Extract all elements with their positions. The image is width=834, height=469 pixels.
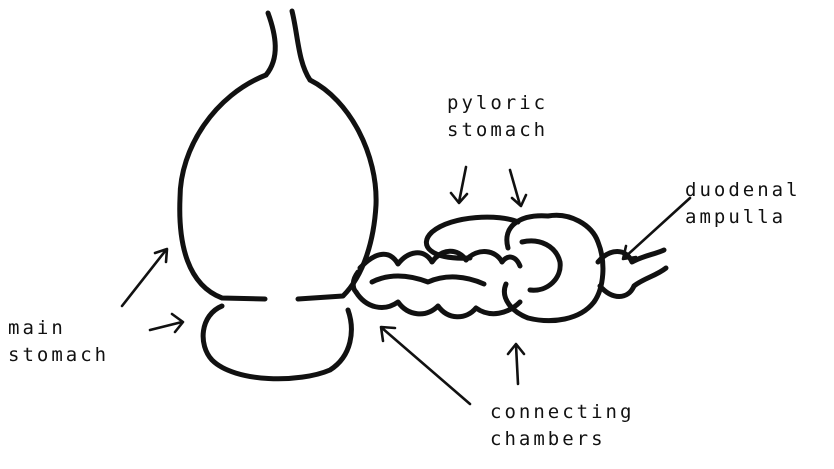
- pyloric-pointer-left: [451, 167, 467, 203]
- main-stomach-outline: [180, 75, 266, 299]
- label-duodenal-line1: duodenal: [685, 177, 801, 204]
- label-connecting-line2: chambers: [490, 426, 634, 453]
- pyloric-stomach-fold: [522, 241, 560, 290]
- label-pyloric-stomach: pyloric stomach: [447, 90, 548, 144]
- duodenal-ampulla-lower: [600, 268, 666, 297]
- label-duodenal-ampulla: duodenal ampulla: [685, 177, 801, 231]
- duodenal-pointer: [623, 198, 690, 259]
- label-pyloric-line2: stomach: [447, 117, 548, 144]
- label-connecting-chambers: connecting chambers: [490, 399, 634, 453]
- main-stomach-lower-pouch: [203, 306, 351, 379]
- esophagus-right-wall: [292, 11, 310, 80]
- label-pyloric-line1: pyloric: [447, 90, 548, 117]
- main-pointer-lower: [150, 314, 183, 332]
- pyloric-pointer-right: [510, 170, 526, 206]
- connecting-pointer-right: [508, 344, 524, 384]
- connecting-chambers-lower: [356, 292, 520, 317]
- connecting-chambers-left-end: [353, 272, 358, 292]
- label-main-stomach: main stomach: [8, 315, 109, 369]
- label-connecting-line1: connecting: [490, 399, 634, 426]
- main-pointer-upper: [122, 249, 167, 306]
- connecting-pointer-left: [381, 327, 470, 404]
- label-main-line2: stomach: [8, 342, 109, 369]
- label-duodenal-line2: ampulla: [685, 204, 801, 231]
- connecting-chambers-inner: [372, 276, 484, 284]
- esophagus-left-wall: [266, 13, 275, 75]
- label-main-line1: main: [8, 315, 109, 342]
